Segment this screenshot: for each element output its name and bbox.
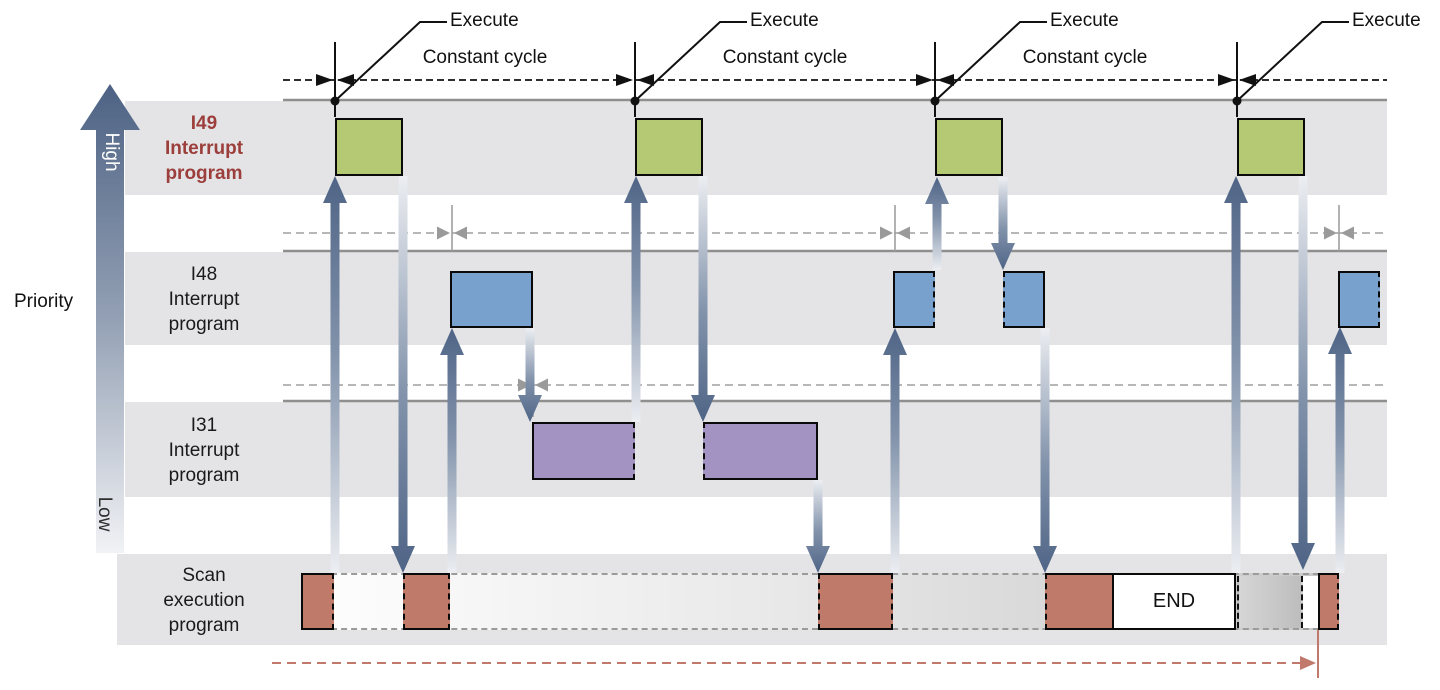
row-label-line: Interrupt	[168, 288, 240, 310]
i49-execution-box	[935, 118, 1003, 176]
row-label-line: program	[165, 163, 243, 184]
i48-request-arrow-right	[1324, 226, 1337, 240]
row-label-line: execution	[163, 589, 245, 611]
interrupt-call-arrow	[323, 176, 347, 573]
scan-execution-segment	[1318, 573, 1339, 630]
i49-execution-box	[635, 118, 703, 176]
cycle-arrowhead-left	[637, 74, 654, 86]
constant-cycle-label: Constant cycle	[1022, 47, 1148, 68]
execute-label: Execute	[450, 10, 519, 31]
i31-request-arrow-left	[535, 378, 548, 392]
i48-request-arrow-left	[1341, 226, 1354, 240]
interrupt-return-arrow	[391, 176, 415, 573]
cycle-arrowhead-right	[616, 74, 633, 86]
execute-label: Execute	[1050, 10, 1119, 31]
i48-request-arrow-right	[880, 226, 893, 240]
scan-suspended-segment	[1237, 575, 1303, 628]
execute-label: Execute	[750, 10, 819, 31]
row-label-line: program	[168, 614, 240, 636]
row-label-scan: Scan execution program	[125, 563, 283, 638]
interrupt-call-arrow	[1224, 176, 1248, 573]
row-label-line: Interrupt	[164, 138, 244, 159]
i49-execution-box	[1237, 118, 1305, 176]
band-i48	[125, 252, 1387, 345]
priority-low-label: Low	[94, 496, 115, 532]
cycle-arrowhead-left	[937, 74, 954, 86]
row-label-line: I48	[190, 263, 218, 285]
scan-end-box: END	[1112, 573, 1236, 630]
row-label-line: Interrupt	[168, 439, 240, 461]
i48-request-arrow-left	[897, 226, 910, 240]
priority-high-label: High	[101, 132, 122, 172]
i31-request-arrow-right	[518, 378, 531, 392]
i48-execution-box	[450, 271, 533, 328]
scan-time-measure-arrowhead	[1300, 656, 1316, 670]
cycle-arrowhead-right	[916, 74, 933, 86]
i48-request-arrow-right	[437, 226, 450, 240]
i48-execution-box	[893, 271, 935, 328]
constant-cycle-label: Constant cycle	[722, 47, 848, 68]
i31-execution-box	[703, 422, 818, 480]
priority-axis-label: Priority	[14, 291, 74, 312]
scan-execution-segment	[403, 573, 450, 630]
scan-execution-segment	[818, 573, 893, 630]
i48-execution-box	[1338, 271, 1380, 328]
execute-leader-line	[1237, 21, 1349, 101]
row-label-line: I49	[190, 113, 218, 134]
scan-wait-gap	[1303, 575, 1318, 628]
cycle-arrowhead-left	[1239, 74, 1256, 86]
cycle-arrowhead-right	[1218, 74, 1235, 86]
row-label-line: Scan	[182, 564, 226, 586]
row-label-line: program	[168, 464, 240, 486]
scan-execution-segment	[1045, 573, 1112, 630]
cycle-arrowhead-right	[316, 74, 333, 86]
scan-execution-segment	[301, 573, 334, 630]
i49-execution-box	[335, 118, 403, 176]
interrupt-return-arrow	[1291, 176, 1315, 570]
execute-label: Execute	[1352, 10, 1421, 31]
constant-cycle-label: Constant cycle	[422, 47, 548, 68]
cycle-arrowhead-left	[337, 74, 354, 86]
row-label-line: I31	[190, 414, 218, 436]
band-i49	[125, 101, 1387, 195]
i48-execution-box	[1003, 271, 1045, 328]
row-label-line: program	[168, 313, 240, 335]
i31-execution-box	[532, 422, 635, 480]
i48-request-arrow-left	[454, 226, 467, 240]
